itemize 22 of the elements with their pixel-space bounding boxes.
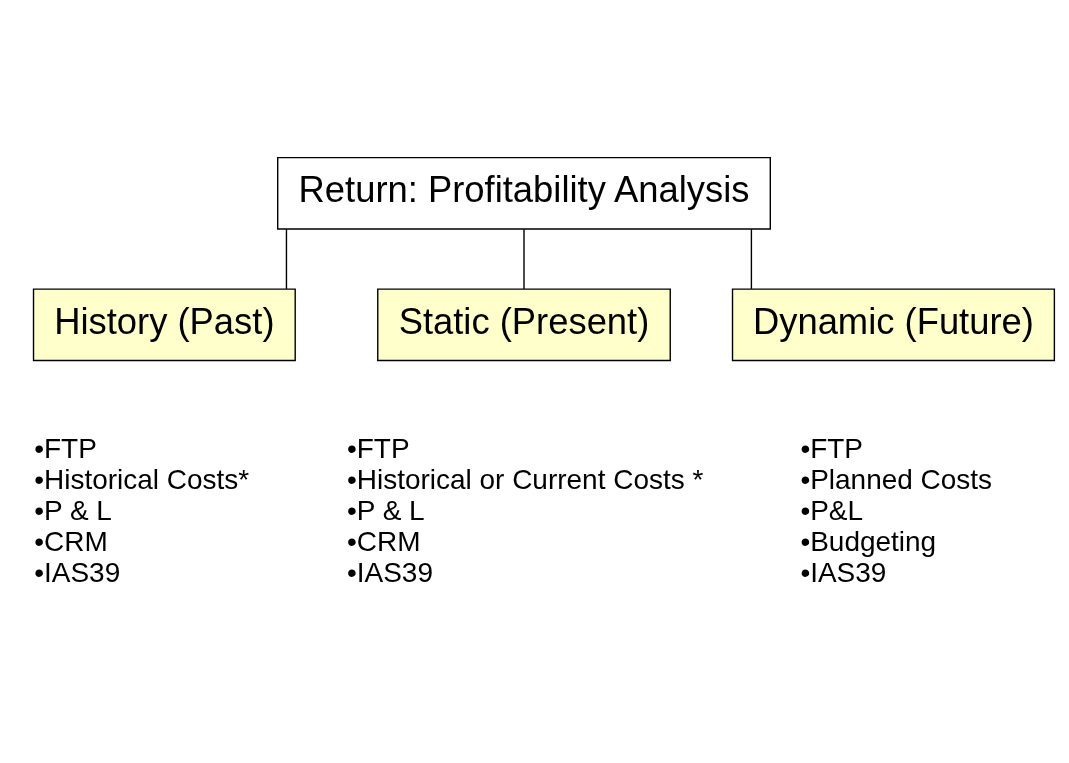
node-box: Dynamic (Future): [731, 288, 1056, 362]
node-box: Static (Present): [377, 288, 671, 362]
node-label: •Historical Costs*: [34, 464, 250, 496]
connector: [750, 228, 753, 290]
node-label: •P & L: [346, 495, 425, 527]
node-label: •FTP: [346, 433, 410, 465]
node-label: •P&L: [800, 495, 864, 527]
connector: [285, 228, 288, 290]
node-label: •IAS39: [34, 556, 121, 588]
node-label: •Budgeting: [800, 525, 937, 557]
node-label: •FTP: [34, 433, 97, 465]
node-label: •IAS39: [800, 556, 887, 588]
node-label: •IAS39: [346, 556, 433, 588]
node-label: •Planned Costs: [800, 464, 993, 496]
node-box: Return: Profitability Analysis: [277, 156, 771, 230]
node-label: •CRM: [34, 525, 108, 557]
node-label: •FTP: [800, 433, 864, 465]
node-label: •Historical or Current Costs *: [346, 464, 704, 496]
node-label: •P & L: [34, 495, 112, 527]
connector: [523, 228, 525, 290]
node-box: History (Past): [32, 288, 296, 362]
node-label: •CRM: [346, 525, 421, 557]
